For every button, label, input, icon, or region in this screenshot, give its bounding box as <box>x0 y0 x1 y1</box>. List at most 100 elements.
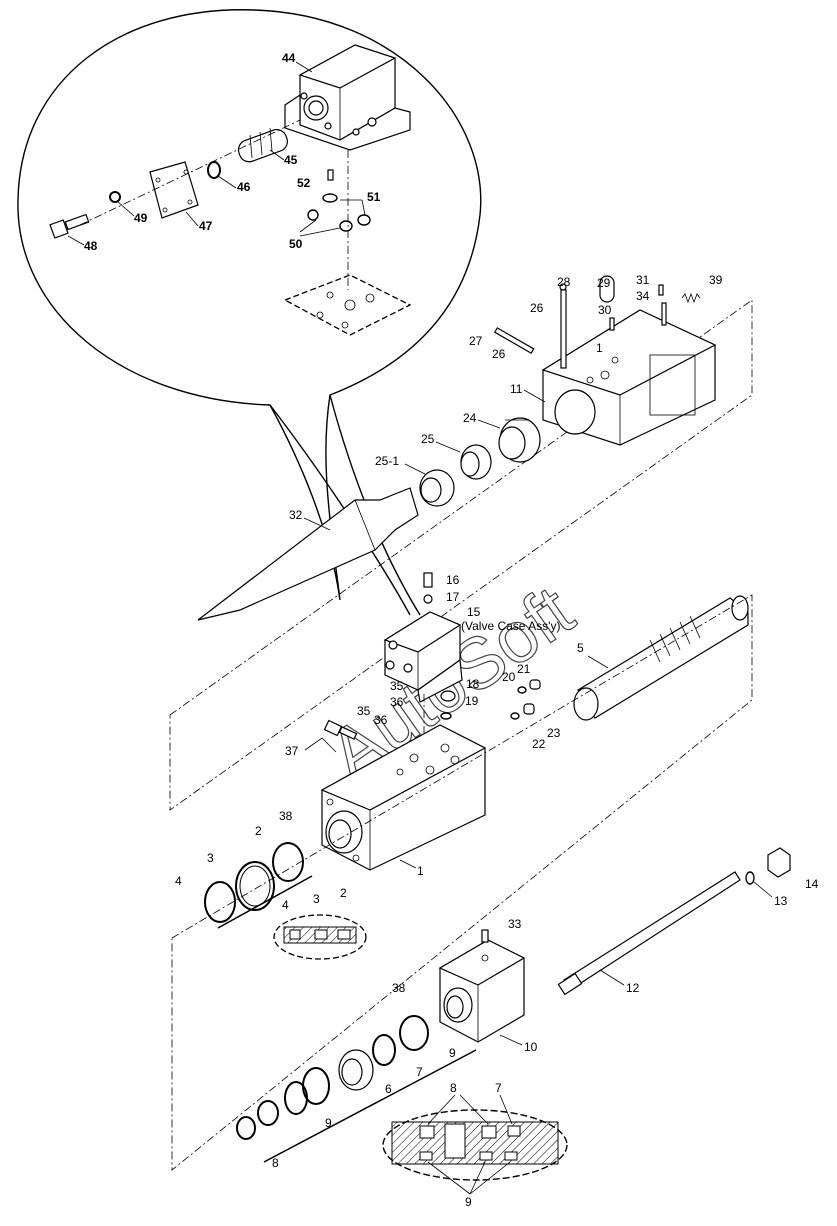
part-25-ring <box>460 444 492 480</box>
label-27: 27 <box>469 334 483 348</box>
label-35a: 35 <box>390 679 404 693</box>
part-24-bushing <box>498 417 541 463</box>
label-28: 28 <box>557 275 571 289</box>
part-6-bushing <box>338 1049 374 1091</box>
part-15-valve-case <box>383 611 463 703</box>
part-25-1-ring <box>419 469 455 507</box>
part-47-cover <box>149 161 199 219</box>
part-48-bolt <box>49 213 90 239</box>
label-48: 48 <box>84 239 98 253</box>
label-2a: 2 <box>255 824 262 838</box>
label-11: 11 <box>510 382 523 396</box>
label-10: 10 <box>524 1040 538 1054</box>
label-39: 39 <box>709 273 723 287</box>
label-47: 47 <box>199 219 213 233</box>
label-38b: 38 <box>392 981 406 995</box>
part-26-pins <box>493 275 701 369</box>
part-2-seal <box>272 842 304 882</box>
part-3-seal <box>235 861 275 911</box>
part-7-seal-a <box>372 1034 396 1066</box>
part-50-oring-b <box>339 220 353 232</box>
label-35b: 35 <box>357 704 371 718</box>
part-51-oring-a <box>322 193 338 203</box>
part-8-seal-b <box>236 1116 256 1140</box>
part-52-pin <box>327 169 334 181</box>
label-7b: 7 <box>495 1081 502 1095</box>
label-38a: 38 <box>279 809 293 823</box>
part-16-bolt <box>423 572 433 588</box>
label-15: 15 <box>467 605 481 619</box>
label-32: 32 <box>289 508 303 522</box>
label-25-1: 25-1 <box>375 454 399 468</box>
label-18: 18 <box>466 677 480 691</box>
part-8-seal-a <box>257 1100 279 1126</box>
label-26a: 26 <box>530 301 544 315</box>
detail-bubble <box>17 9 482 616</box>
label-13: 13 <box>774 894 788 908</box>
label-50: 50 <box>289 237 303 251</box>
label-9a: 9 <box>449 1046 456 1060</box>
label-20: 20 <box>502 670 516 684</box>
label-3a: 3 <box>207 851 214 865</box>
label-3b: 3 <box>313 892 320 906</box>
label-36a: 36 <box>390 695 404 709</box>
part-17-washer <box>423 594 433 604</box>
part-10-front-head <box>438 939 526 1043</box>
part-11-head <box>541 309 717 446</box>
part-45-spool <box>237 127 288 163</box>
label-25: 25 <box>421 432 435 446</box>
label-21: 21 <box>517 662 531 676</box>
label-9c: 9 <box>465 1195 472 1209</box>
section-view-seals-7-8-9 <box>382 1109 568 1181</box>
part-13-washer <box>745 871 755 885</box>
label-23: 23 <box>547 726 561 740</box>
label-16: 16 <box>446 573 460 587</box>
part-9-seal-a <box>399 1015 429 1051</box>
label-37: 37 <box>285 744 299 758</box>
label-19: 19 <box>465 694 479 708</box>
part-32-chisel <box>197 487 419 621</box>
label-49: 49 <box>134 211 148 225</box>
label-36b: 36 <box>374 713 388 727</box>
label-26b: 26 <box>492 347 506 361</box>
part-4-seal <box>204 881 236 923</box>
part-49-washer <box>109 191 121 203</box>
part-51-oring-b <box>357 214 371 226</box>
label-8a: 8 <box>272 1156 279 1170</box>
label-2b: 2 <box>340 886 347 900</box>
part-12-through-bolt <box>557 871 741 996</box>
section-view-seals-2-3-4 <box>273 914 367 960</box>
part-46-oring <box>207 161 221 179</box>
label-6: 6 <box>385 1082 392 1096</box>
part-37-check-valve <box>323 719 358 740</box>
label-5: 5 <box>577 641 584 655</box>
parts-18-23-plugs <box>440 679 541 720</box>
label-51: 51 <box>367 190 381 204</box>
label-31: 31 <box>636 273 650 287</box>
label-9b: 9 <box>325 1116 332 1130</box>
part-33-plug <box>481 929 489 943</box>
label-33: 33 <box>508 917 522 931</box>
part-50-oring-a <box>307 209 319 221</box>
label-22: 22 <box>532 737 546 751</box>
label-29: 29 <box>597 276 611 290</box>
mounting-face-outline <box>283 274 412 336</box>
part-9-seal-c <box>284 1081 308 1115</box>
part-14-nut <box>767 847 791 878</box>
label-4a: 4 <box>175 874 182 888</box>
label-45: 45 <box>284 153 298 167</box>
part-44-valve-block <box>284 44 411 151</box>
part-1-cylinder <box>320 724 487 871</box>
label-34: 34 <box>636 289 650 303</box>
label-8b: 8 <box>450 1081 457 1095</box>
label-7a: 7 <box>416 1065 423 1079</box>
label-17: 17 <box>446 590 460 604</box>
label-12: 12 <box>626 981 640 995</box>
label-24: 24 <box>463 411 477 425</box>
label-1: 1 <box>417 864 424 878</box>
label-46: 46 <box>237 180 251 194</box>
label-52: 52 <box>297 176 311 190</box>
valve-case-note: (Valve Case Ass'y) <box>461 619 560 633</box>
label-30: 30 <box>598 303 612 317</box>
